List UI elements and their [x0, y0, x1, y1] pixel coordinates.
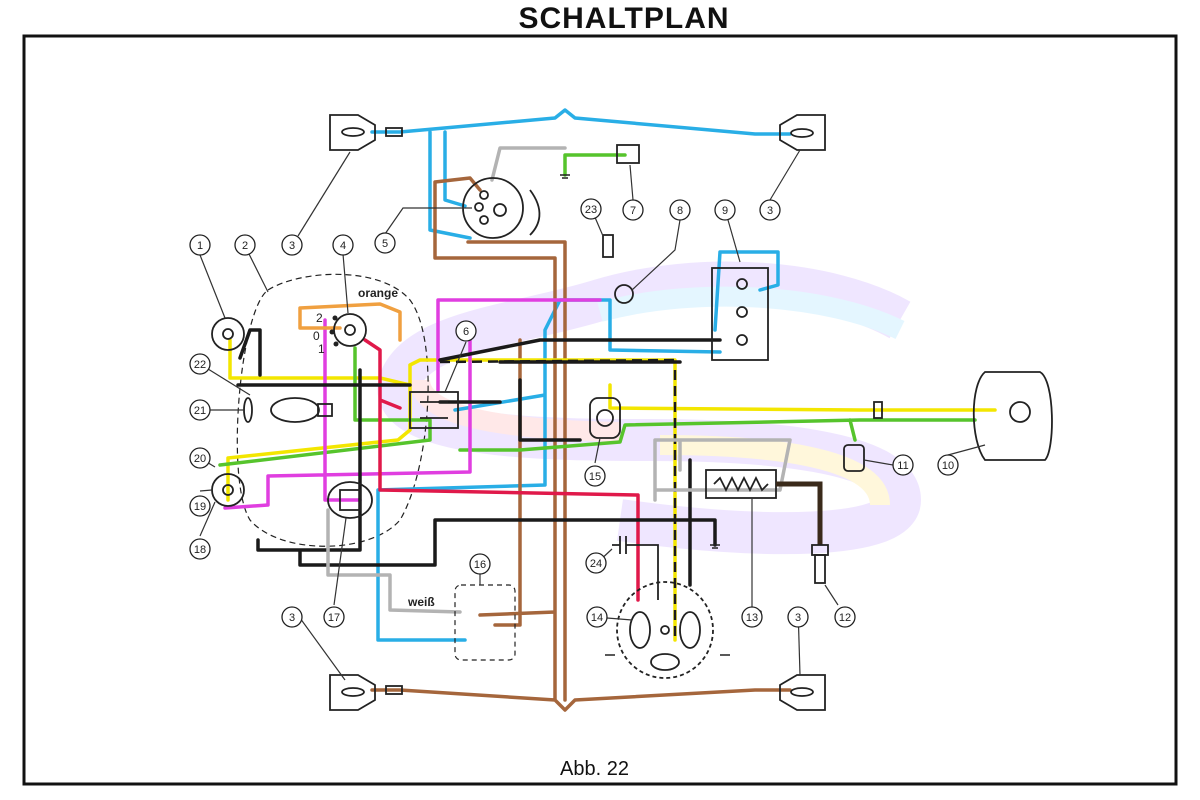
callout-17: 17: [328, 612, 340, 624]
diagram-frame: [22, 34, 1178, 786]
wire-red: [363, 338, 640, 602]
battery: [711, 267, 769, 361]
capacitor: [612, 536, 659, 600]
light-switch: [329, 313, 367, 347]
callout-8: 8: [677, 205, 683, 217]
wire-label-white: weiß: [407, 595, 435, 609]
callout-5: 5: [382, 238, 388, 250]
callout-21: 21: [194, 405, 206, 417]
callout-2: 2: [242, 240, 248, 252]
callout-3-rear-left: 3: [289, 612, 295, 624]
callout-22: 22: [194, 359, 206, 371]
indicator-lamp: [614, 284, 634, 304]
horn: [589, 397, 621, 439]
spark-plug: [811, 544, 829, 584]
callout-3-front-right: 3: [767, 205, 773, 217]
indicator-front-right: [779, 114, 826, 151]
brake-light-switch: [843, 401, 883, 472]
wire-green: [218, 153, 977, 467]
callout-14: 14: [591, 612, 603, 624]
switch-position-2: 2: [316, 311, 323, 325]
callout-3-rear-right: 3: [795, 612, 801, 624]
callout-24: 24: [590, 558, 602, 570]
callout-16: 16: [474, 559, 486, 571]
headlight-bulb: [243, 397, 333, 423]
stop-switch-box: [454, 584, 516, 661]
callout-18: 18: [194, 544, 206, 556]
callout-23: 23: [585, 204, 597, 216]
component-callouts: [189, 198, 959, 628]
wire-yellow: [226, 338, 997, 642]
callout-6: 6: [463, 326, 469, 338]
diagram-title: SCHALTPLAN: [518, 2, 730, 35]
high-tension-lead: [776, 481, 823, 545]
callout-11: 11: [897, 460, 908, 472]
flywheel-magneto: [616, 581, 714, 679]
wire-black-dashed: [439, 358, 681, 640]
wire-label-orange: orange: [358, 286, 398, 300]
voltage-regulator: [409, 391, 459, 429]
callout-19: 19: [194, 501, 206, 513]
callout-13: 13: [746, 612, 758, 624]
wire-brown: [370, 176, 792, 712]
fuse: [602, 234, 614, 258]
background-logo-watermark: [377, 261, 922, 555]
speedometer-lamp: [211, 317, 245, 351]
wire-pink: [223, 298, 602, 510]
indicator-rear-right: [779, 674, 826, 711]
switch-position-0: 0: [313, 329, 320, 343]
component-numbers: 1 2 3 3 3 3 4 5 6 7 8 9 10 11 12 13 14 1…: [194, 204, 954, 624]
callout-3-front-left: 3: [289, 240, 295, 252]
indicator-switch: [462, 177, 541, 239]
ground-symbols: [560, 174, 730, 656]
callout-15: 15: [589, 471, 601, 483]
callout-4: 4: [340, 240, 346, 252]
tail-light: [972, 371, 1053, 461]
callout-7: 7: [630, 205, 636, 217]
indicator-front-left: [329, 114, 403, 151]
switch-position-1: 1: [318, 342, 325, 356]
headlight-housing-outline: [236, 273, 429, 547]
callout-20: 20: [194, 453, 206, 465]
indicator-rear-left: [329, 674, 403, 711]
callout-9: 9: [722, 205, 728, 217]
callout-10: 10: [942, 460, 954, 472]
wire-orange: [298, 302, 402, 342]
callout-1: 1: [197, 240, 203, 252]
figure-caption: Abb. 22: [560, 758, 629, 780]
wire-grey: [326, 146, 792, 614]
plug-socket: [327, 481, 373, 519]
callout-12: 12: [839, 612, 851, 624]
flasher-relay: [616, 144, 640, 164]
ignition-coil: [705, 469, 777, 499]
